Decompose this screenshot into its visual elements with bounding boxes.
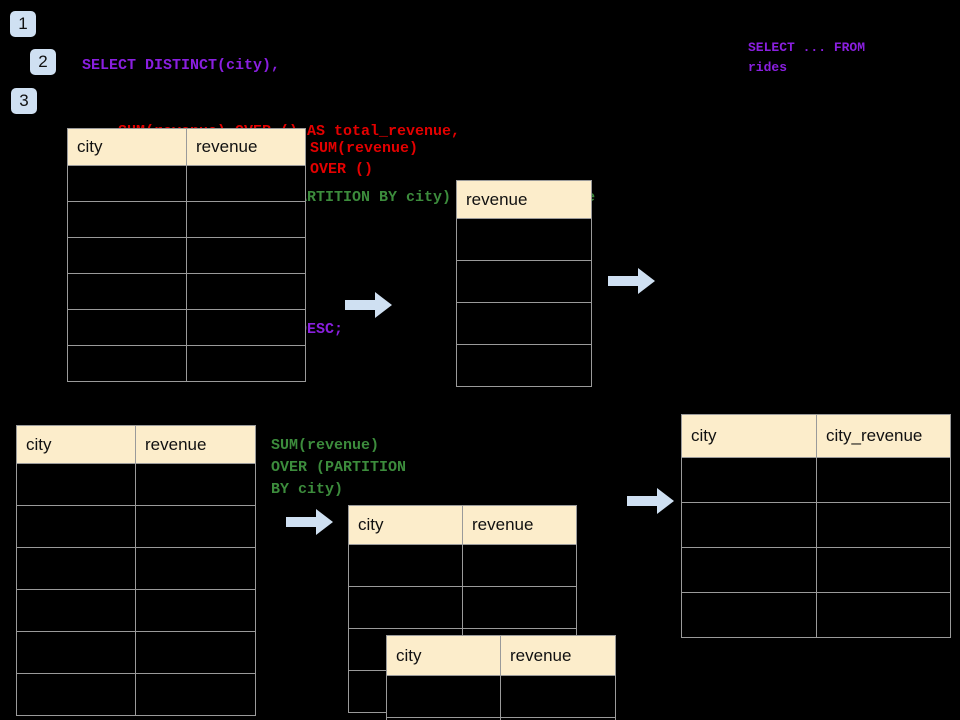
arrow-right-icon [627,488,674,514]
table-row [681,547,951,593]
table-row [67,309,306,346]
table-header-row: revenue [456,180,592,219]
table-row [16,505,256,548]
table-result: city city_revenue [681,414,951,638]
table-row [681,457,951,503]
table-row [456,218,592,261]
table-header-row: city revenue [386,635,616,676]
table-total-revenue: revenue [456,180,592,387]
column-header-revenue: revenue [462,505,577,545]
table-source-top: city revenue [67,128,306,382]
step-badge-3: 3 [11,88,37,114]
column-header-city: city [67,128,187,166]
table-row [67,237,306,274]
table-source-bottom: city revenue [16,425,256,716]
column-header-city: city [348,505,463,545]
step-badge-1: 1 [10,11,36,37]
arrow-bottom-left [286,508,334,541]
annotation-sum-over-partition: SUM(revenue) OVER (PARTITION BY city) [271,437,407,498]
column-header-city-revenue: city_revenue [816,414,951,458]
table-row [456,302,592,345]
annotation-select-from: SELECT ... FROM rides [748,40,866,75]
table-row [67,201,306,238]
column-header-city: city [16,425,136,464]
arrow-top-right [608,267,656,300]
table-row [681,502,951,548]
table-row [16,547,256,590]
column-header-revenue: revenue [500,635,616,676]
table-row [16,589,256,632]
table-row [348,544,577,587]
table-row [681,592,951,638]
table-row [67,165,306,202]
table-row [348,586,577,629]
table-partition-front: city revenue [386,635,616,720]
column-header-revenue: revenue [186,128,306,166]
sql-line-1: SELECT DISTINCT(city), [82,57,281,74]
step-badge-2: 2 [30,49,56,75]
table-row [456,260,592,303]
arrow-top-left [345,291,393,324]
arrow-right-icon [608,268,655,294]
table-row [67,345,306,382]
column-header-revenue: revenue [456,180,592,219]
table-row [16,631,256,674]
arrow-right-icon [286,509,333,535]
table-header-row: city revenue [348,505,577,545]
table-row [386,717,616,720]
table-row [16,463,256,506]
column-header-city: city [681,414,817,458]
table-header-row: city city_revenue [681,414,951,458]
annotation-sum-over-empty: SUM(revenue) OVER () [310,140,419,178]
table-row [67,273,306,310]
table-header-row: city revenue [67,128,306,166]
table-row [456,344,592,387]
table-partition-back: city revenue [348,505,577,713]
arrow-right-icon [345,292,392,318]
column-header-city: city [386,635,501,676]
table-row [16,673,256,716]
arrow-bottom-right [627,487,675,520]
table-row [386,675,616,718]
table-header-row: city revenue [16,425,256,464]
column-header-revenue: revenue [135,425,256,464]
